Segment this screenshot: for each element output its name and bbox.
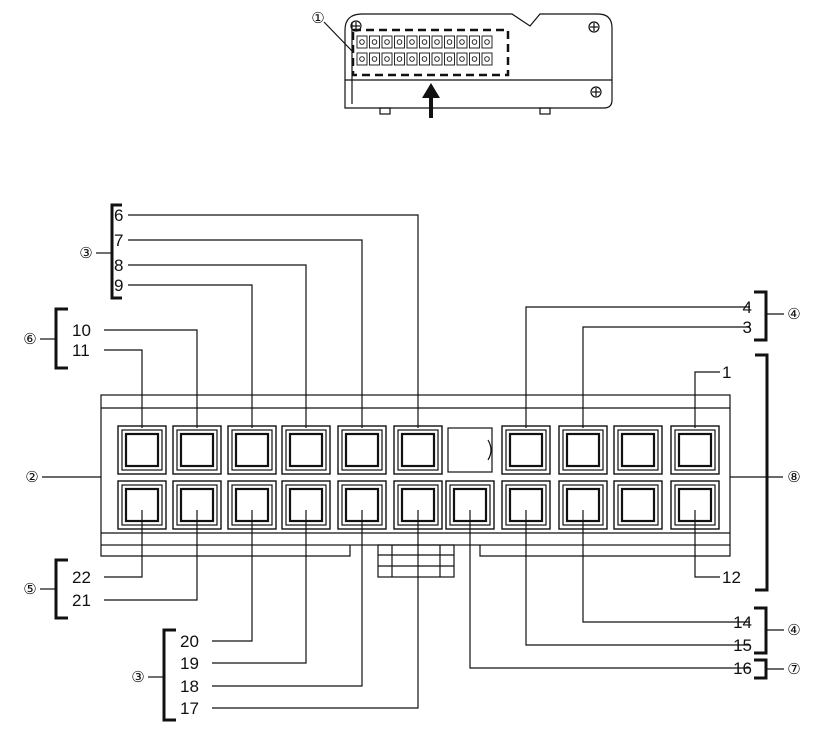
callout-5: ⑤ [23, 580, 36, 598]
pin-cavity-2 [613, 425, 663, 475]
connector-front-view [100, 394, 731, 578]
pin-cavity-6 [393, 425, 443, 475]
pin-label-15: 15 [733, 636, 752, 655]
mini-pin [431, 52, 443, 66]
mini-pin [356, 35, 368, 49]
callout-1: ① [311, 9, 324, 27]
pin-cavity-1 [670, 425, 720, 475]
arrow-up-icon [422, 83, 440, 118]
pin-cavity-3 [558, 425, 608, 475]
mini-connector-pins [356, 35, 493, 66]
bracket-7 [754, 658, 768, 680]
pin-label-4: 4 [743, 298, 752, 317]
mini-pin [369, 35, 380, 49]
pin-cavity-4 [501, 425, 551, 475]
screw-icon [588, 21, 600, 33]
pin-label-14: 14 [733, 613, 752, 632]
callout-6: ⑥ [23, 330, 36, 348]
callout-4-top: ④ [787, 305, 800, 323]
pin-cavity-8 [281, 425, 331, 475]
pin-label-7: 7 [114, 231, 123, 250]
mini-pin [456, 35, 468, 49]
callout-8: ⑧ [787, 468, 800, 486]
mini-pin [469, 52, 480, 66]
pin-cavity-10 [172, 425, 222, 475]
mini-pin [394, 52, 405, 66]
pin-cavity-7 [337, 425, 387, 475]
pin-label-8: 8 [114, 256, 123, 275]
pin-label-9: 9 [114, 276, 123, 295]
mini-pin [406, 52, 418, 66]
callout-2: ② [25, 468, 38, 486]
group-brackets [40, 203, 784, 722]
mini-pin [481, 35, 493, 49]
mini-pin [394, 35, 405, 49]
connector-highlight-box [351, 28, 510, 77]
mini-pin [369, 52, 380, 66]
pin-label-18: 18 [180, 677, 199, 696]
mini-pin [444, 52, 455, 66]
pin-cavity-9 [227, 425, 277, 475]
bracket-6 [54, 307, 68, 370]
callout-7: ⑦ [787, 660, 800, 678]
bracket-3-bottom [162, 628, 176, 722]
bracket-4-top [754, 290, 768, 342]
bracket-4-bottom [754, 606, 768, 655]
callout-3-top: ③ [79, 244, 92, 262]
pin-label-21: 21 [72, 591, 91, 610]
pin-label-3: 3 [743, 318, 752, 337]
pin-labels: 6 7 8 9 10 11 4 3 1 12 22 21 20 19 18 17… [72, 206, 752, 718]
pin-label-1: 1 [722, 363, 731, 382]
device-side-view: ① [311, 9, 613, 118]
mini-pin [381, 52, 393, 66]
pin-label-19: 19 [180, 654, 199, 673]
pin-label-16: 16 [733, 659, 752, 678]
mini-pin [419, 52, 430, 66]
pin-label-10: 10 [72, 321, 91, 340]
callout-3-bottom: ③ [131, 668, 144, 686]
mini-pin [444, 35, 455, 49]
mini-pin [469, 35, 480, 49]
pin-label-11: 11 [72, 341, 90, 360]
pin-label-6: 6 [114, 206, 123, 225]
callouts: ③ ⑥ ② ⑤ ③ ④ ⑧ ④ ⑦ [23, 244, 800, 686]
leader-lines [42, 214, 783, 709]
mini-pin [481, 52, 493, 66]
mini-pin [431, 35, 443, 49]
pin-cavity-blank [447, 427, 493, 473]
pin-label-22: 22 [72, 568, 91, 587]
bracket-8 [755, 353, 769, 592]
screw-icon [590, 86, 602, 98]
pin-label-20: 20 [180, 632, 199, 651]
mini-pin [419, 35, 430, 49]
mini-pin [406, 35, 418, 49]
pin-cavity-11 [117, 425, 167, 475]
pin-label-12: 12 [722, 568, 741, 587]
bracket-5 [54, 558, 68, 620]
pin-cavity-13 [613, 480, 663, 530]
mini-pin [456, 52, 468, 66]
mini-pin [381, 35, 393, 49]
pin-label-17: 17 [180, 699, 199, 718]
latch [377, 544, 455, 578]
mini-pin [356, 52, 368, 66]
bracket-3-top [110, 203, 122, 300]
callout-4-bottom: ④ [787, 621, 800, 639]
